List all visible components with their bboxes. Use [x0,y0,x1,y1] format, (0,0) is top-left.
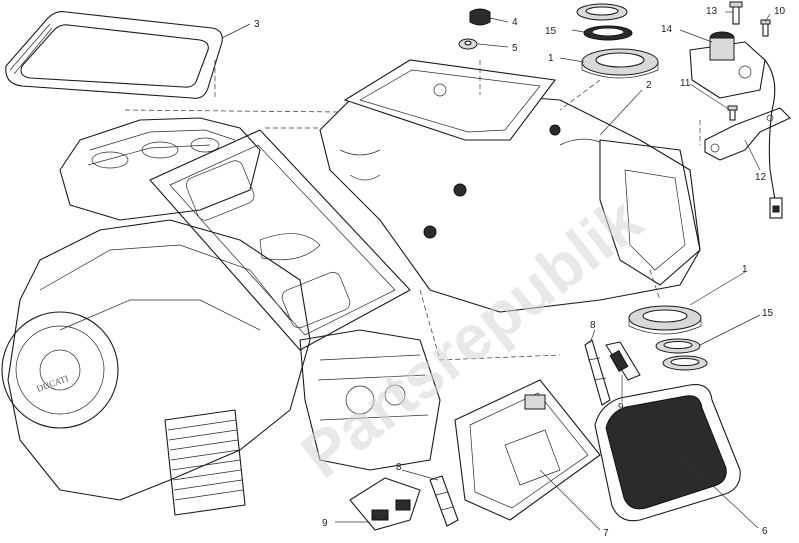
callout-9-bottom: 9 [322,518,328,529]
callout-15-right: 15 [762,308,774,319]
engine-assembly: DUCATI [1,117,441,516]
callout-1-top: 1 [548,53,554,64]
seal-ring-part-15-top[interactable] [576,3,633,41]
callout-1-right: 1 [742,264,748,275]
flange-part-1-right[interactable] [628,305,702,335]
grommet-part-4[interactable] [469,8,491,26]
engine-brand-text: DUCATI [35,373,69,394]
callout-8-right: 8 [590,320,596,331]
spring-part-9-right[interactable] [605,341,641,381]
washer-part-5[interactable] [458,38,478,50]
callout-6: 6 [762,526,768,537]
callout-4: 4 [512,17,518,28]
assembly-guide-lines [124,60,701,361]
callout-14: 14 [661,24,673,35]
callout-8-bottom: 8 [396,462,402,473]
flange-part-1-top[interactable] [581,48,659,79]
sensor-part-14[interactable] [689,31,783,219]
callout-5: 5 [512,43,518,54]
spring-part-9-bottom[interactable] [349,477,421,531]
clip-part-8-right[interactable] [584,339,611,406]
callout-15-top: 15 [545,26,557,37]
callout-9-right: 9 [618,402,624,413]
callout-3: 3 [254,19,260,30]
airbox-frame [319,59,701,313]
seal-ring-part-15-right[interactable] [655,338,708,371]
screw-part-10[interactable] [760,19,771,37]
callout-12: 12 [755,172,767,183]
callout-2: 2 [646,80,652,91]
airbox-gasket-part[interactable] [5,11,223,99]
callout-7: 7 [603,528,609,539]
clip-part-8-bottom[interactable] [429,475,459,527]
leader-lines [221,11,771,531]
callout-13: 13 [706,6,718,17]
callout-labels: 3 4 5 15 1 2 13 10 14 11 12 1 15 8 9 8 9… [254,6,786,539]
callout-11: 11 [680,78,691,89]
bracket-part-12[interactable] [704,107,791,161]
air-filter-part-6[interactable] [594,384,741,522]
bolt-part-13[interactable] [729,1,743,25]
oil-cooler [164,409,246,516]
filter-frame-part-7[interactable] [454,379,601,521]
screw-part-11[interactable] [727,105,738,121]
callout-10: 10 [774,6,786,17]
